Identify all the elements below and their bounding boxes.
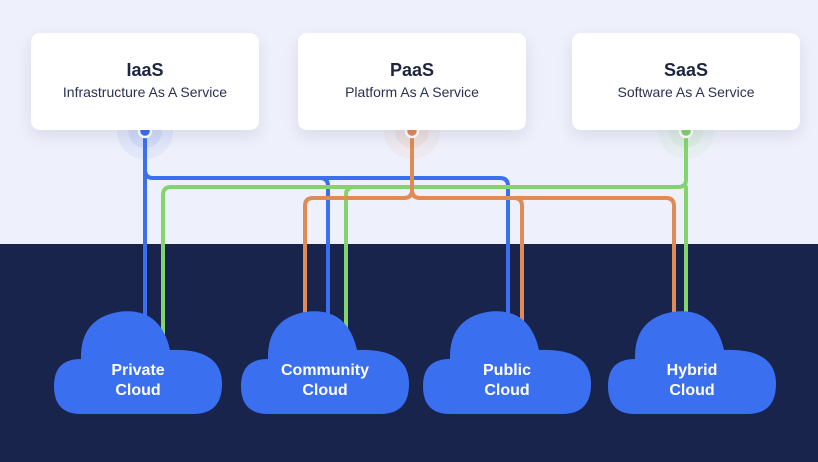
cloud-hybrid: Hybrid Cloud xyxy=(608,311,776,414)
cloud-hybrid-label-line1: Hybrid xyxy=(667,362,718,379)
service-card-paas-subtitle: Platform As A Service xyxy=(345,84,479,100)
cloud-private-label-line2: Cloud xyxy=(115,382,160,399)
service-card-iaas-subtitle: Infrastructure As A Service xyxy=(62,84,228,100)
paas-to-hybrid-line xyxy=(512,196,676,322)
service-card-iaas: IaaS Infrastructure As A Service xyxy=(31,33,259,130)
cloud-public-label-line2: Cloud xyxy=(484,382,529,399)
service-card-saas-title: SaaS xyxy=(663,60,709,80)
saas-to-community-line xyxy=(344,185,356,332)
service-card-saas: SaaS Software As A Service xyxy=(572,33,800,130)
paas-bus-line xyxy=(303,129,414,322)
service-card-paas: PaaS Platform As A Service xyxy=(298,33,526,130)
service-card-saas-subtitle: Software As A Service xyxy=(617,84,755,100)
service-card-paas-title: PaaS xyxy=(389,60,435,80)
service-card-iaas-title: IaaS xyxy=(126,60,164,80)
iaas-to-community-line xyxy=(318,176,330,332)
saas-bus-line xyxy=(161,129,688,342)
cloud-hybrid-label-line2: Cloud xyxy=(669,382,714,399)
cloud-private: Private Cloud xyxy=(54,311,222,414)
cloud-community-label-line1: Community xyxy=(281,362,369,379)
paas-to-public-line xyxy=(410,188,524,332)
cloud-public: Public Cloud xyxy=(423,311,591,414)
cloud-public-label-line1: Public xyxy=(483,362,531,379)
iaas-bus-line xyxy=(143,168,510,332)
cloud-private-label-line1: Private xyxy=(111,362,164,379)
cloud-community: Community Cloud xyxy=(241,311,409,414)
cloud-community-label-line2: Cloud xyxy=(302,382,347,399)
